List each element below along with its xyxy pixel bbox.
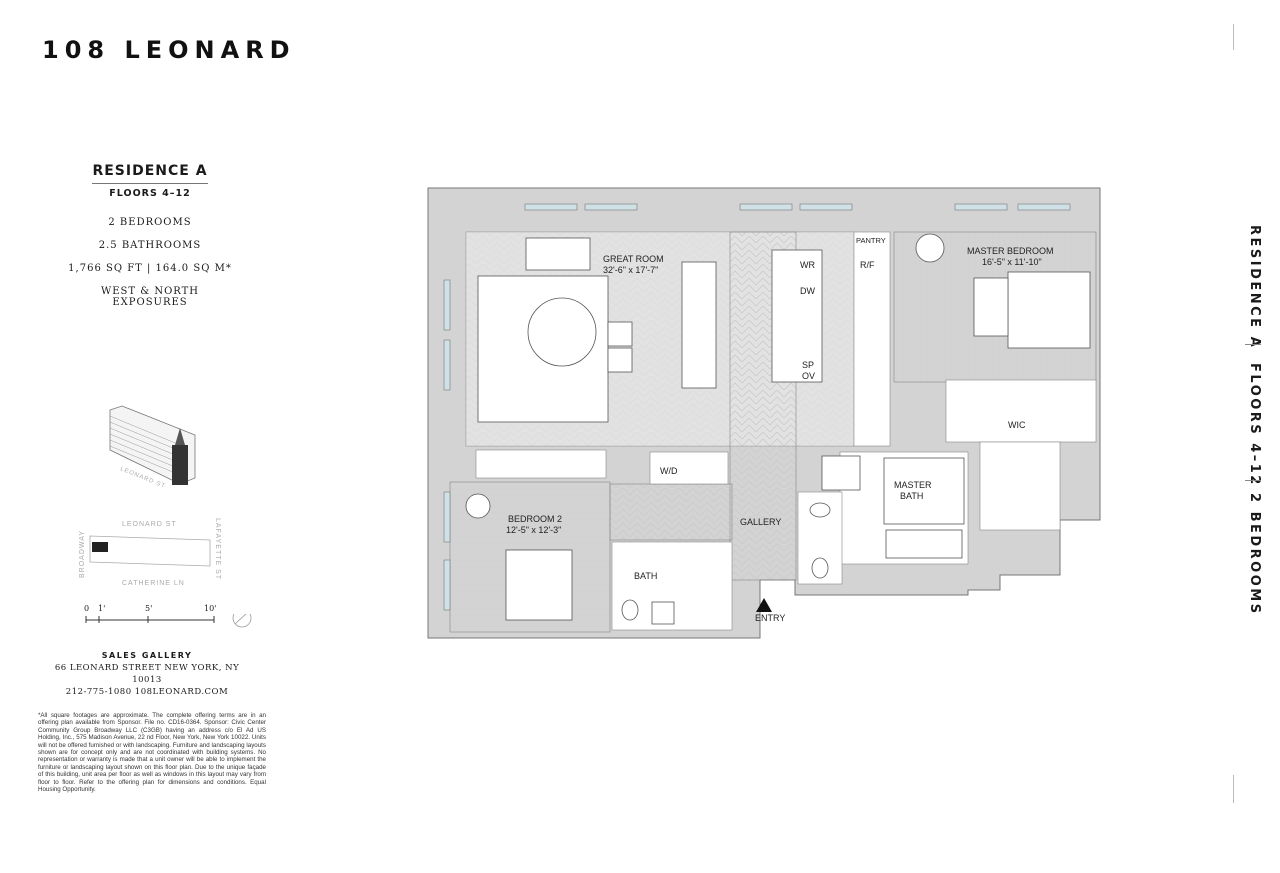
label-bedroom2: BEDROOM 2 (508, 514, 562, 524)
label-master-bedroom: MASTER BEDROOM (967, 246, 1054, 256)
legal-disclaimer: *All square footages are approximate. Th… (38, 712, 266, 794)
label-entry: ENTRY (755, 613, 785, 623)
label-wr: WR (800, 260, 815, 270)
brand-logo: 108 LEONARD (42, 36, 296, 64)
area: 1,766 SQ FT | 164.0 SQ M* (68, 263, 232, 274)
label-great-room-dim: 32'-6" x 17'-7" (603, 265, 658, 275)
north-arrow-icon (232, 614, 252, 628)
label-wic: WIC (1008, 420, 1026, 430)
edge-rule-top (1233, 24, 1234, 50)
scale-label-5: 5' (145, 604, 153, 613)
residence-name: RESIDENCE A (92, 163, 208, 184)
sales-gallery-contact: 212-775-1080 108LEONARD.COM (65, 687, 229, 697)
key-street-bottom: CATHERINE LN (122, 580, 185, 587)
vertical-bedrooms: 2 BEDROOMS (1247, 493, 1262, 616)
sales-gallery: SALES GALLERY 66 LEONARD STREET NEW YORK… (52, 650, 242, 698)
vertical-divider-2 (1245, 480, 1261, 481)
key-street-top: LEONARD ST (122, 521, 177, 528)
label-rf: R/F (860, 260, 875, 270)
bedroom-count: 2 BEDROOMS (108, 217, 192, 228)
residence-info: RESIDENCE A FLOORS 4–12 2 BEDROOMS 2.5 B… (60, 160, 240, 308)
vertical-title: RESIDENCE A FLOORS 4–12 2 BEDROOMS (1238, 225, 1268, 616)
label-bath: BATH (634, 571, 657, 581)
label-sp: SP (802, 360, 814, 370)
label-master-bedroom-dim: 16'-5" x 11'-10" (982, 257, 1042, 267)
label-pantry: PANTRY (856, 236, 886, 245)
label-dw: DW (800, 286, 815, 296)
bathroom-count: 2.5 BATHROOMS (98, 240, 202, 251)
scale-bar (85, 614, 252, 628)
entry-arrow-icon (756, 598, 772, 612)
label-gallery: GALLERY (740, 517, 781, 527)
vertical-divider-1 (1245, 344, 1261, 345)
key-plan: LEONARD ST CATHERINE LN BROADWAY LAFAYET… (79, 518, 221, 587)
edge-rule-bottom (1233, 775, 1234, 803)
key-street-left: BROADWAY (79, 530, 86, 578)
residence-floors: FLOORS 4–12 (109, 188, 191, 199)
scale-label-10: 10' (204, 604, 217, 613)
label-great-room: GREAT ROOM (603, 254, 664, 264)
sales-gallery-title: SALES GALLERY (101, 651, 193, 660)
label-master-bath-1: MASTER (894, 480, 932, 490)
label-bedroom2-dim: 12'-5" x 12'-3" (506, 525, 561, 535)
key-street-right: LAFAYETTE ST (214, 518, 221, 580)
label-wd: W/D (660, 466, 678, 476)
scale-label-1: 1' (98, 604, 106, 613)
label-ov: OV (802, 371, 815, 381)
label-master-bath-2: BATH (900, 491, 923, 501)
building-axonometric: LEONARD ST (109, 405, 196, 490)
exposure-line1: WEST & NORTH (100, 286, 200, 297)
floor-plan: GREAT ROOM 32'-6" x 17'-7" MASTER BEDROO… (427, 187, 1101, 639)
scale-label-0: 0 (84, 604, 90, 613)
exposure-line2: EXPOSURES (112, 297, 188, 308)
sales-gallery-address: 66 LEONARD STREET NEW YORK, NY 10013 (54, 663, 240, 685)
